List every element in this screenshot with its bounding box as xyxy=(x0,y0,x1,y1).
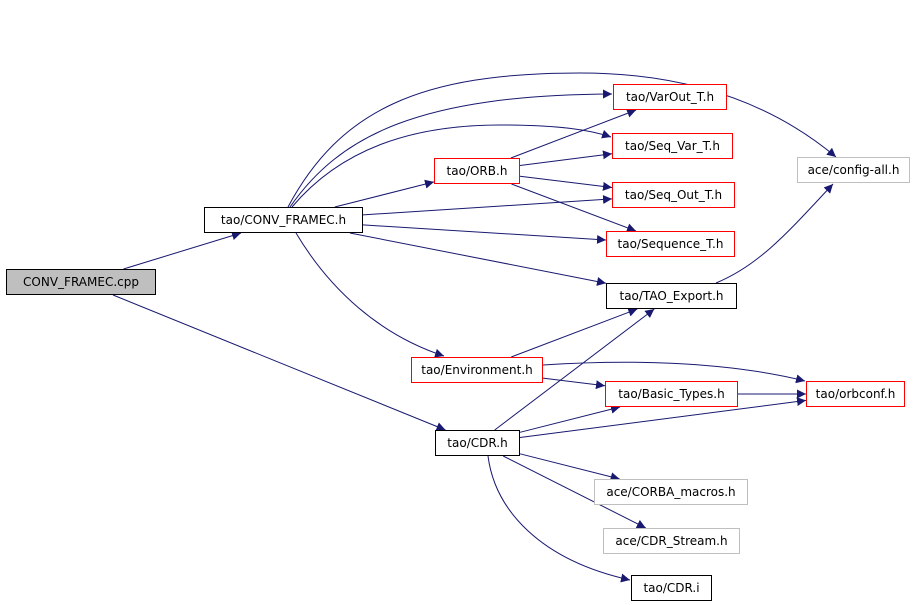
node-tao-orb-h[interactable]: tao/ORB.h xyxy=(434,158,520,184)
node-ace-corba-macros-h[interactable]: ace/CORBA_macros.h xyxy=(594,479,748,505)
node-tao-basic-types-h[interactable]: tao/Basic_Types.h xyxy=(605,381,738,407)
edge-conv-framec-h-to-seqvar xyxy=(291,124,612,208)
edge-cdr-h-to-basictypes xyxy=(519,404,621,433)
edge-conv-framec-h-to-environment xyxy=(295,232,445,358)
edge-taoexport-to-configall xyxy=(715,183,834,284)
node-tao-sequence-t-h[interactable]: tao/Sequence_T.h xyxy=(606,231,735,257)
node-tao-cdr-h[interactable]: tao/CDR.h xyxy=(435,430,520,456)
edge-cdr-h-to-taoexport xyxy=(494,308,655,431)
node-tao-cdr-i[interactable]: tao/CDR.i xyxy=(631,575,712,601)
edge-environment-to-taoexport xyxy=(511,307,638,358)
edge-conv-framec-cpp-to-conv-framec-h xyxy=(123,231,242,270)
edge-orb-to-varout xyxy=(510,109,637,159)
node-tao-orbconf-h[interactable]: tao/orbconf.h xyxy=(806,381,905,407)
edge-orb-to-seqvar xyxy=(519,150,613,166)
node-ace-config-all-h[interactable]: ace/config-all.h xyxy=(797,157,910,183)
node-tao-environment-h[interactable]: tao/Environment.h xyxy=(411,357,543,383)
edge-conv-framec-h-to-seqout xyxy=(362,194,613,216)
node-tao-seq-out-t-h[interactable]: tao/Seq_Out_T.h xyxy=(612,182,735,208)
node-tao-conv-framec-h[interactable]: tao/CONV_FRAMEC.h xyxy=(204,207,363,233)
edge-environment-to-basictypes xyxy=(542,377,606,390)
node-tao-varout-t-h[interactable]: tao/VarOut_T.h xyxy=(613,84,727,110)
edge-conv-framec-cpp-to-cdr-h xyxy=(112,294,446,431)
edge-conv-framec-h-to-taoexport xyxy=(349,232,607,286)
edge-environment-to-orbconf xyxy=(542,361,806,384)
edge-conv-framec-h-to-sequence xyxy=(362,224,607,244)
edge-cdr-h-to-corbamacros xyxy=(519,453,620,482)
edge-orb-to-seqout xyxy=(519,175,613,191)
node-tao-seq-var-t-h[interactable]: tao/Seq_Var_T.h xyxy=(612,133,733,159)
edge-cdr-h-to-cdr-i xyxy=(487,455,631,583)
edge-conv-framec-h-to-configall xyxy=(287,72,837,208)
node-ace-cdr-stream-h[interactable]: ace/CDR_Stream.h xyxy=(603,528,740,554)
edge-conv-framec-h-to-varout xyxy=(289,89,613,208)
node-conv-framec-cpp[interactable]: CONV_FRAMEC.cpp xyxy=(6,269,156,295)
edge-orb-to-sequence xyxy=(511,183,637,233)
edge-cdr-h-to-orbconf xyxy=(519,397,807,438)
edge-cdr-h-to-cdrstream xyxy=(502,455,647,529)
edge-conv-framec-h-to-orb xyxy=(334,179,435,208)
node-tao-tao-export-h[interactable]: tao/TAO_Export.h xyxy=(606,283,737,309)
